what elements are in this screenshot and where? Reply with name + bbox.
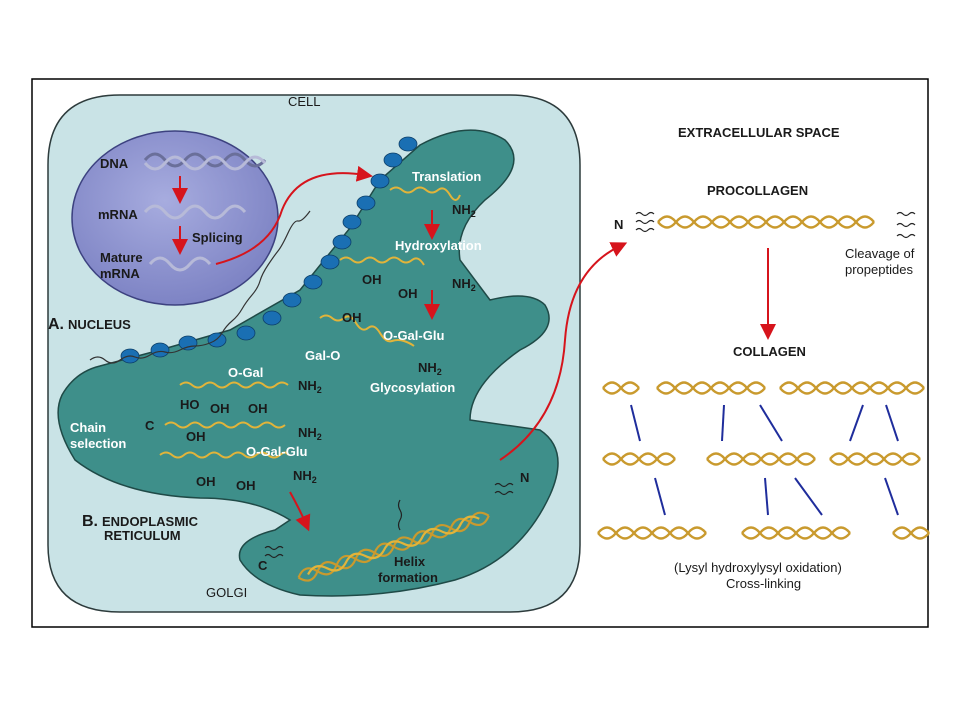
- nucleus-title-text: NUCLEUS: [68, 317, 131, 332]
- er-polypeptide-chains: [159, 186, 461, 459]
- nh-text: NH: [452, 202, 471, 217]
- oh-label-3: OH: [342, 310, 362, 325]
- nh-text: NH: [298, 378, 317, 393]
- procollagen-label: PROCOLLAGEN: [707, 183, 808, 198]
- er-title-line2: RETICULUM: [104, 528, 181, 543]
- splicing-label: Splicing: [192, 230, 243, 245]
- helix-formation-label-1: Helix: [394, 554, 426, 569]
- cell-label: CELL: [288, 94, 321, 109]
- collagen-label: COLLAGEN: [733, 344, 806, 359]
- mrna-strand: [143, 204, 247, 220]
- nh2-hydroxylation: NH2: [452, 276, 476, 293]
- nh2-chain-2: NH2: [298, 425, 322, 442]
- nh-subscript: 2: [471, 283, 476, 293]
- procollagen-helix: [657, 215, 875, 229]
- crosslink-label-1: (Lysyl hydroxylysyl oxidation): [674, 560, 842, 575]
- nh-text: NH: [452, 276, 471, 291]
- nh2-translation: NH2: [452, 202, 476, 219]
- nh-subscript: 2: [471, 209, 476, 219]
- oh-label-4: OH: [210, 401, 230, 416]
- ribosomes: [120, 136, 418, 364]
- er-letter: B.: [82, 513, 98, 530]
- chain-selection-label-2: selection: [70, 436, 126, 451]
- dna-helix: [143, 152, 267, 171]
- ho-label: HO: [180, 397, 200, 412]
- nucleus-title: A. NUCLEUS: [48, 316, 131, 333]
- nh2-chain-1: NH2: [298, 378, 322, 395]
- crosslink-label-2: Cross-linking: [726, 576, 801, 591]
- mature-label: Mature: [100, 250, 143, 265]
- oh-label-7: OH: [196, 474, 216, 489]
- mrna-export-arrow: [215, 165, 373, 265]
- glycosylation-label: Glycosylation: [370, 380, 455, 395]
- procollagen-n-label: N: [614, 217, 623, 232]
- nh-text: NH: [418, 360, 437, 375]
- nh-text: NH: [293, 468, 312, 483]
- o-gal-glu-label-2: O-Gal-Glu: [246, 444, 307, 459]
- er-triple-helix: [297, 511, 490, 582]
- er-title-line1: ENDOPLASMIC: [102, 514, 199, 529]
- nucleus-letter: A.: [48, 316, 64, 333]
- cleavage-label-1: Cleavage of: [845, 246, 915, 261]
- collagen-fibrils: [597, 381, 930, 540]
- oh-label-2: OH: [398, 286, 418, 301]
- hydroxylation-label: Hydroxylation: [395, 238, 482, 253]
- mature-mrna-strand: [148, 256, 212, 272]
- chain-selection-label-1: Chain: [70, 420, 106, 435]
- nh-subscript: 2: [437, 367, 442, 377]
- nh2-chain-3: NH2: [293, 468, 317, 485]
- er-helix-propeptide-ends: [264, 482, 514, 559]
- secretion-arrow: [499, 242, 628, 461]
- nh-subscript: 2: [317, 385, 322, 395]
- dna-label: DNA: [100, 156, 129, 171]
- gal-o-label: Gal-O: [305, 348, 340, 363]
- extracellular-title: EXTRACELLULAR SPACE: [678, 125, 840, 140]
- nh-subscript: 2: [312, 475, 317, 485]
- mrna-label: mRNA: [98, 207, 138, 222]
- o-gal-label: O-Gal: [228, 365, 263, 380]
- cross-links: [630, 404, 899, 516]
- nh-subscript: 2: [317, 432, 322, 442]
- oh-label-5: OH: [248, 401, 268, 416]
- membrane-mrna: [89, 210, 311, 364]
- cleavage-label-2: propeptides: [845, 262, 913, 277]
- oh-label-1: OH: [362, 272, 382, 287]
- o-gal-glu-label-1: O-Gal-Glu: [383, 328, 444, 343]
- mature-mrna-label: mRNA: [100, 266, 140, 281]
- nh-text: NH: [298, 425, 317, 440]
- er-title: B. ENDOPLASMIC: [82, 513, 199, 530]
- translation-label: Translation: [412, 169, 481, 184]
- n-label-helix: N: [520, 470, 529, 485]
- helix-formation-label-2: formation: [378, 570, 438, 585]
- procollagen-propeptides: [635, 211, 916, 239]
- oh-label-8: OH: [236, 478, 256, 493]
- c-label-chain: C: [145, 418, 155, 433]
- nh2-glycosylation: NH2: [418, 360, 442, 377]
- oh-label-6: OH: [186, 429, 206, 444]
- golgi-label: GOLGI: [206, 585, 247, 600]
- helix-formation-arrow: [289, 491, 311, 532]
- c-label-helix: C: [258, 558, 268, 573]
- er-body: [57, 129, 559, 597]
